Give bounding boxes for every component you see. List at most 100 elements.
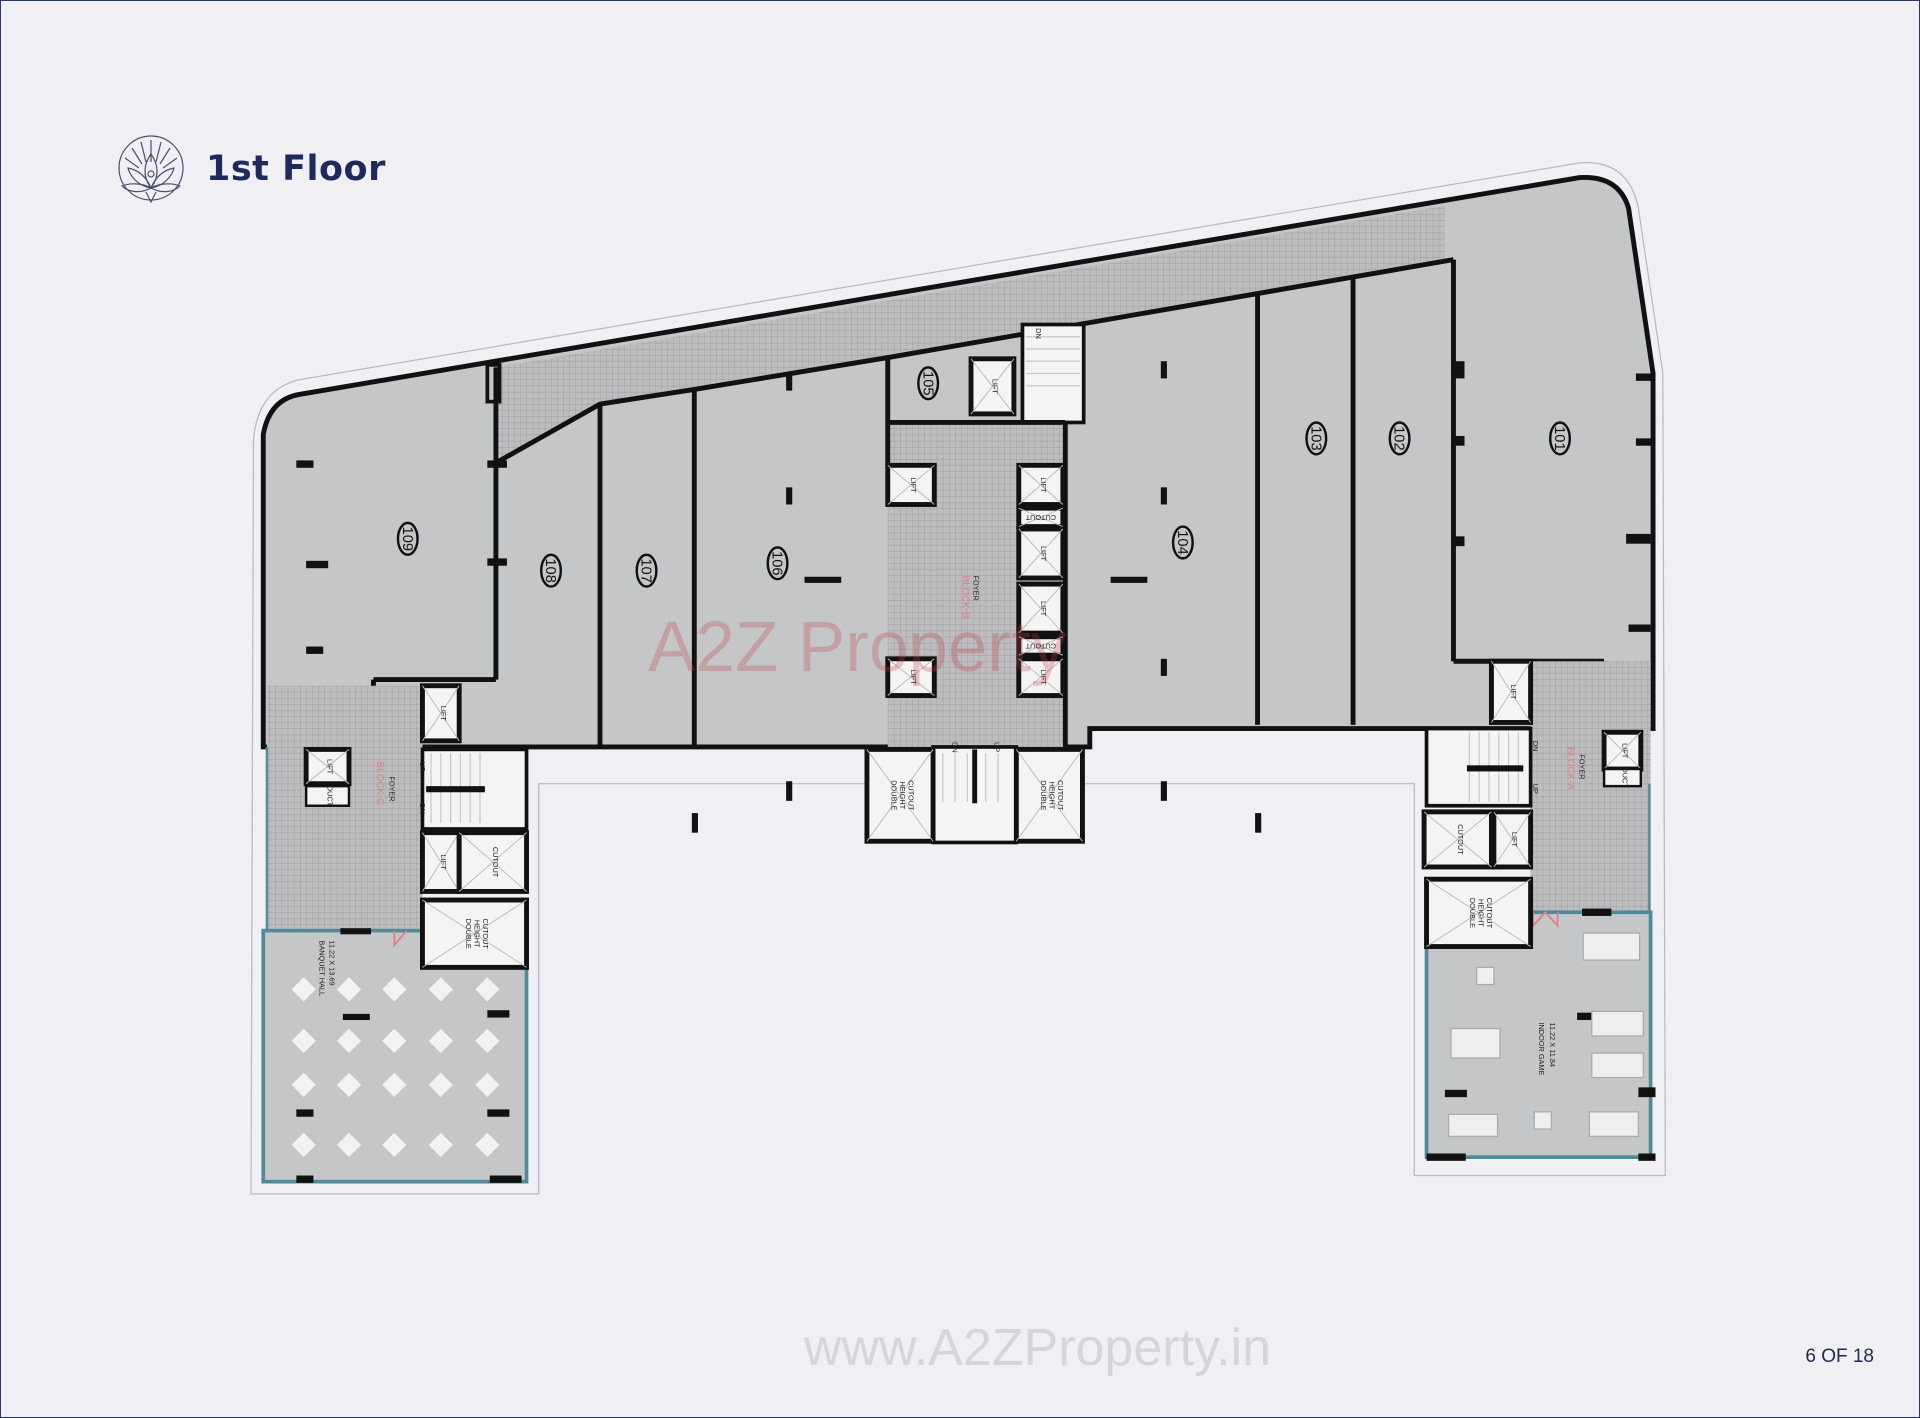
block-b-label: BLOCK-B [959, 576, 970, 619]
block-a-stair-down-label: DN [1531, 741, 1540, 752]
cutout: CUTOUT [1421, 809, 1494, 870]
lift-label: LIFT [909, 477, 918, 493]
indoor-game-walls [1426, 908, 1656, 1161]
lift-label: LIFT [439, 706, 448, 722]
unit-tag-106[interactable]: 106 [766, 546, 789, 581]
top-corridor [495, 205, 1445, 463]
unit-tag-104[interactable]: 104 [1171, 525, 1194, 560]
lift: LIFT [420, 683, 462, 744]
unit-tag-101[interactable]: 101 [1548, 421, 1572, 456]
unit-number: 101 [1551, 426, 1567, 451]
banquet-hall-size: 11.22 X 13.69 [327, 940, 336, 985]
unit-tag-103[interactable]: 103 [1305, 421, 1328, 456]
lift-label: LIFT [1509, 684, 1518, 700]
lift-label: LIFT [439, 855, 448, 871]
unit-tag-oval [1388, 421, 1411, 456]
building-outline [250, 162, 1666, 1195]
columns [296, 361, 1654, 833]
block-b-foyer-label: FOYER [971, 576, 980, 601]
lift-label: LIFT [1620, 743, 1629, 759]
unit-number: 102 [1391, 426, 1407, 451]
lift: LIFT [885, 462, 937, 507]
lift: LIFT [1016, 526, 1066, 581]
banquet-table [336, 1028, 362, 1053]
unit-number: 105 [919, 371, 935, 396]
game-furniture [1447, 932, 1644, 1137]
banquet-table [428, 1028, 453, 1053]
banquet-table [382, 1028, 407, 1053]
unit-tag-oval [917, 366, 940, 401]
indoor-game-name: INDOOR GAME [1537, 1022, 1546, 1075]
lift: LIFT [1016, 462, 1066, 507]
block-a-foyer-label: FOYER [1578, 754, 1587, 779]
lift-label: LIFT [326, 759, 335, 775]
block-c-foyer [266, 685, 423, 931]
unit-number: 106 [769, 551, 785, 576]
unit-tag-105[interactable]: 105 [917, 366, 940, 401]
double-height-label: HEIGHT [472, 920, 481, 948]
double-height-label: CUTOUT [481, 918, 490, 949]
unit-tag-102[interactable]: 102 [1388, 421, 1411, 456]
unit-tag-oval [1305, 421, 1328, 456]
indoor-game-size: 11.22 X 11.84 [1548, 1022, 1557, 1067]
banquet-walls [296, 928, 522, 1183]
lift: LIFT [885, 656, 937, 698]
lotus-emblem-logo [118, 135, 184, 204]
partition-walls [371, 259, 1607, 747]
page-indicator: 6 OF 18 [1805, 1346, 1874, 1367]
unit-tag-oval [396, 521, 419, 556]
brand-watermark: A2Z Property [648, 608, 1067, 687]
lift: LIFT [1488, 658, 1534, 725]
duct: DUCT [304, 784, 351, 807]
cutout-label: CUTOUT [1025, 513, 1056, 522]
page-title: 1st Floor [206, 149, 386, 189]
website-watermark: www.A2ZProperty.in [803, 1319, 1272, 1377]
block-a-stair-up-label: UP [1531, 784, 1540, 794]
unit-tag-oval [766, 546, 789, 581]
lift: LIFT [420, 830, 462, 894]
unit-tag-108[interactable]: 108 [540, 553, 563, 588]
lift: LIFT [968, 356, 1017, 417]
lift-label: LIFT [1039, 601, 1048, 617]
unit-number: 107 [638, 558, 654, 583]
unit-tag-109[interactable]: 109 [396, 521, 419, 556]
header: 1st Floor [116, 132, 386, 206]
unit-number-tags: 101 102 103 104 105 106 107 108 109 [396, 366, 1572, 588]
double-height-label: HEIGHT [1047, 781, 1056, 809]
double-height-label: HEIGHT [1477, 899, 1486, 927]
lift: LIFT [1491, 809, 1534, 870]
block-a-label: BLOCK-A [1564, 747, 1575, 790]
unit-tag-oval [1548, 421, 1572, 456]
banquet-table [336, 1132, 362, 1158]
lift-and-cutout-cores: LIFT LIFT LIFT CUTOUT LIFT LIFT CUTOUT LIFT LIFT… [303, 356, 1644, 970]
double-height-label: CUTOUT [1485, 898, 1494, 929]
double-height-label: DOUBLE [1468, 898, 1477, 928]
cutout-label: CUTOUT [1456, 824, 1465, 855]
unit-tag-oval [540, 553, 563, 588]
banquet-hall-name: BANQUET HALL [318, 940, 327, 996]
lift-label: LIFT [1039, 546, 1048, 562]
cutout-label: CUTOUT [491, 847, 500, 878]
duct: DUCT [1602, 767, 1643, 788]
unit-number: 108 [542, 558, 558, 583]
banquet-door [393, 930, 408, 948]
block-c-stair-down-label: DN [418, 803, 427, 814]
lift-label: LIFT [990, 379, 999, 395]
cutout: CUTOUT [1016, 505, 1066, 529]
banquet-table [291, 1028, 316, 1053]
cutout: CUTOUT [1016, 634, 1066, 658]
stair-down-label: DN [1034, 328, 1043, 339]
double-height-label: HEIGHT [898, 781, 907, 809]
unit-tag-107[interactable]: 107 [635, 553, 658, 588]
unit-tag-oval [1171, 525, 1194, 560]
lift-label: LIFT [1510, 832, 1519, 848]
banquet-table [336, 977, 362, 1002]
central-stair-down-label: DN [951, 742, 960, 753]
lift: LIFT [1016, 581, 1066, 636]
central-stair-up-label: UP [992, 742, 1001, 752]
block-c-foyer-label: FOYER [387, 776, 396, 801]
cutout-label: CUTOUT [1025, 641, 1056, 650]
